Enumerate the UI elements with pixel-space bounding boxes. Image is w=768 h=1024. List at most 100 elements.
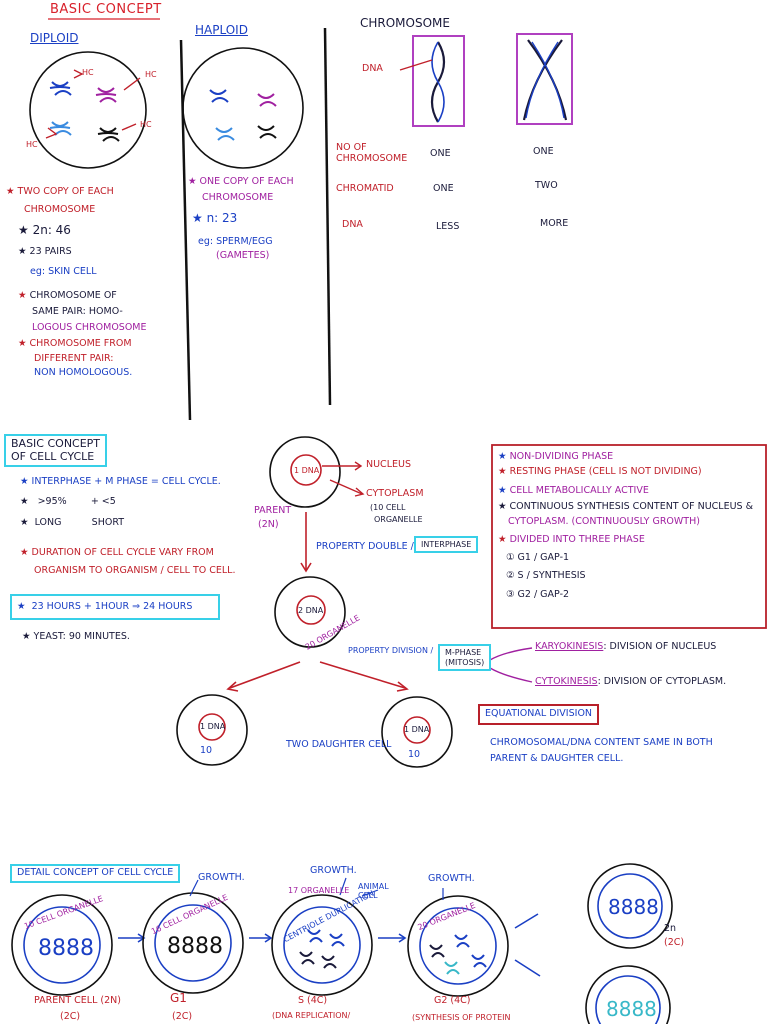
hc-label-2: HC bbox=[145, 70, 157, 79]
two-n-2c-label: (2C) bbox=[664, 937, 685, 948]
long-short-row: ★ LONG SHORT bbox=[20, 517, 125, 528]
animal-cell-label: ANIMAL CELL bbox=[358, 882, 389, 901]
interphase-point-4: ★ CONTINUOUS SYNTHESIS CONTENT OF NUCLEU… bbox=[498, 501, 753, 512]
two-daughter-label: TWO DAUGHTER CELL bbox=[286, 739, 392, 750]
row-dna-left: LESS bbox=[436, 221, 460, 232]
haploid-point-1b: CHROMOSOME bbox=[202, 192, 274, 203]
daughter-left-10: 10 bbox=[200, 745, 213, 756]
content-line-1: CHROMOSOMAL/DNA CONTENT SAME IN BOTH bbox=[490, 737, 713, 748]
svg-text:8888: 8888 bbox=[167, 934, 223, 959]
equational-division-box: EQUATIONAL DIVISION bbox=[478, 704, 600, 725]
hours-box: ★ 23 HOURS + 1HOUR ⇒ 24 HOURS bbox=[10, 594, 220, 620]
row-chromatid-right: TWO bbox=[535, 180, 558, 191]
organelle-17-label: 17 ORGANELLE bbox=[288, 886, 350, 895]
s-cell-detail bbox=[271, 894, 373, 996]
chromosome-heading: CHROMOSOME bbox=[360, 16, 450, 30]
cell-cycle-title-2: OF CELL CYCLE bbox=[11, 449, 95, 463]
chromosome-pair-black bbox=[97, 127, 120, 142]
divider-line-1 bbox=[179, 39, 192, 421]
diploid-point-5b: SAME PAIR: HOMO- bbox=[32, 306, 123, 317]
detail-title-box: DETAIL CONCEPT OF CELL CYCLE bbox=[10, 864, 181, 883]
chromosome-pair-purple bbox=[95, 87, 117, 103]
karyokinesis-arrow bbox=[489, 647, 533, 661]
hc-label-3: HC bbox=[26, 140, 38, 149]
parent-label: PARENT bbox=[254, 505, 292, 516]
svg-text:8888: 8888 bbox=[606, 997, 657, 1021]
row-label-chromosome: NO OF CHROMOSOME bbox=[336, 142, 408, 164]
growth-label-2: GROWTH. bbox=[310, 865, 357, 876]
chromosome-double-box bbox=[516, 33, 573, 125]
s-sub-label: (DNA REPLICATION/ bbox=[272, 1011, 351, 1020]
diploid-point-6c: NON HOMOLOGOUS. bbox=[34, 367, 133, 378]
interphase-phase-2: ② S / SYNTHESIS bbox=[506, 570, 586, 581]
interphase-box bbox=[491, 444, 767, 629]
parent-2c-label: (2C) bbox=[60, 1011, 81, 1022]
hc-label-1: HC bbox=[82, 68, 94, 77]
chromosome-pair-blue-1 bbox=[49, 81, 72, 96]
interphase-point-5: ★ DIVIDED INTO THREE PHASE bbox=[498, 534, 645, 545]
mitosis-label: (MITOSIS) bbox=[445, 657, 485, 667]
diploid-point-2: ★ 2n: 46 bbox=[18, 223, 71, 237]
g1-label: G1 bbox=[170, 991, 187, 1005]
property-double-label: PROPERTY DOUBLE / bbox=[316, 541, 414, 552]
parent-cell-label: PARENT CELL (2N) bbox=[34, 995, 121, 1006]
diploid-point-6b: DIFFERENT PAIR: bbox=[34, 353, 114, 364]
row-label-dna: DNA bbox=[342, 219, 363, 230]
diploid-point-1b: CHROMOSOME bbox=[24, 204, 96, 215]
cytokinesis-row: CYTOKINESIS: DIVISION OF CYTOPLASM. bbox=[535, 676, 727, 687]
cytokinesis-arrow bbox=[489, 667, 533, 683]
daughter-cell-left bbox=[176, 694, 248, 766]
g1-cell-detail: 8888 bbox=[142, 892, 244, 994]
daughter-right-10: 10 bbox=[408, 749, 421, 760]
divider-line-2 bbox=[323, 27, 332, 406]
cytoplasm-label: CYTOPLASM bbox=[366, 488, 424, 499]
haploid-point-3: eg: SPERM/EGG bbox=[198, 236, 273, 247]
cell-cycle-formula: ★ INTERPHASE + M PHASE = CELL CYCLE. bbox=[20, 476, 221, 487]
interphase-phase-1: ① G1 / GAP-1 bbox=[506, 552, 570, 563]
interphase-point-1: ★ NON-DIVIDING PHASE bbox=[498, 451, 614, 462]
diploid-point-1: ★ TWO COPY OF EACH bbox=[6, 186, 114, 197]
haploid-heading: HAPLOID bbox=[195, 23, 248, 37]
karyokinesis-row: KARYOKINESIS: DIVISION OF NUCLEUS bbox=[535, 641, 717, 652]
parent-cell-diagram bbox=[269, 436, 365, 573]
double-dna-label: 2 DNA bbox=[298, 606, 324, 615]
growth-label-3: GROWTH. bbox=[428, 873, 475, 884]
svg-text:8888: 8888 bbox=[38, 936, 94, 961]
daughter-cell-detail-bottom: 8888 bbox=[585, 965, 671, 1024]
parent-cell-detail: 8888 bbox=[11, 894, 113, 996]
row-dna-right: MORE bbox=[540, 218, 569, 229]
g2-label: G2 (4C) bbox=[434, 995, 471, 1006]
daughter-left-dna: 1 DNA bbox=[200, 722, 226, 731]
yeast-line: ★ YEAST: 90 MINUTES. bbox=[22, 631, 130, 642]
content-line-2: PARENT & DAUGHTER CELL. bbox=[490, 753, 624, 764]
diploid-point-3: ★ 23 PAIRS bbox=[18, 246, 72, 257]
organelle-label-1: (10 CELL bbox=[370, 503, 406, 512]
two-n-label: 2n bbox=[664, 923, 677, 934]
svg-text:8888: 8888 bbox=[608, 895, 659, 919]
g2-sub-label: (SYNTHESIS OF PROTEIN bbox=[412, 1013, 511, 1022]
daughter-cell-right bbox=[381, 696, 453, 768]
interphase-point-2: ★ RESTING PHASE (CELL IS NOT DIVIDING) bbox=[498, 466, 702, 477]
diploid-point-5: ★ CHROMOSOME OF bbox=[18, 290, 117, 301]
duration-line-2: ORGANISM TO ORGANISM / CELL TO CELL. bbox=[34, 565, 236, 576]
s-label: S (4C) bbox=[298, 995, 328, 1006]
parent-dna-label: 1 DNA bbox=[294, 466, 320, 475]
diploid-point-4: eg: SKIN CELL bbox=[30, 266, 97, 277]
cell-cycle-title-1: BASIC CONCEPT bbox=[11, 437, 101, 450]
property-division-label: PROPERTY DIVISION / bbox=[348, 646, 434, 655]
haploid-point-3b: (GAMETES) bbox=[216, 250, 270, 261]
m-phase-label: M-PHASE bbox=[445, 648, 482, 657]
diploid-point-6: ★ CHROMOSOME FROM bbox=[18, 338, 132, 349]
daughter-right-dna: 1 DNA bbox=[404, 725, 430, 734]
g1-2c-label: (2C) bbox=[172, 1011, 193, 1022]
diploid-cell-diagram bbox=[29, 51, 147, 169]
nucleus-label: NUCLEUS bbox=[366, 459, 411, 470]
row-chromosome-left: ONE bbox=[430, 148, 451, 159]
diploid-point-5c: LOGOUS CHROMOSOME bbox=[32, 322, 147, 333]
haploid-cell-diagram bbox=[182, 47, 304, 169]
hc-label-4: HC bbox=[140, 120, 152, 129]
percent-row: ★ >95% + <5 bbox=[20, 496, 116, 507]
diploid-heading: DIPLOID bbox=[30, 31, 79, 45]
interphase-point-3: ★ CELL METABOLICALLY ACTIVE bbox=[498, 485, 649, 496]
